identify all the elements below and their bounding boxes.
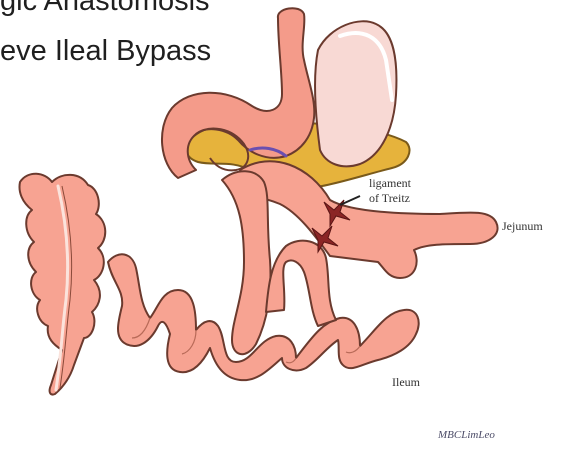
label-ileum: Ileum (392, 375, 420, 390)
label-jejunum: Jejunum (502, 219, 543, 234)
artist-signature: MBCLimLeo (438, 429, 495, 441)
slide-title-line-2: eve Ileal Bypass (0, 35, 211, 68)
label-ligament-line-2: of Treitz (369, 191, 411, 206)
label-ligament-of-treitz: ligament of Treitz (369, 176, 411, 206)
ileal-limb (222, 171, 270, 354)
label-ligament-line-1: ligament (369, 176, 411, 191)
middle-loop (266, 241, 336, 326)
slide-title-line-1: gic Anastomosis (0, 0, 210, 18)
